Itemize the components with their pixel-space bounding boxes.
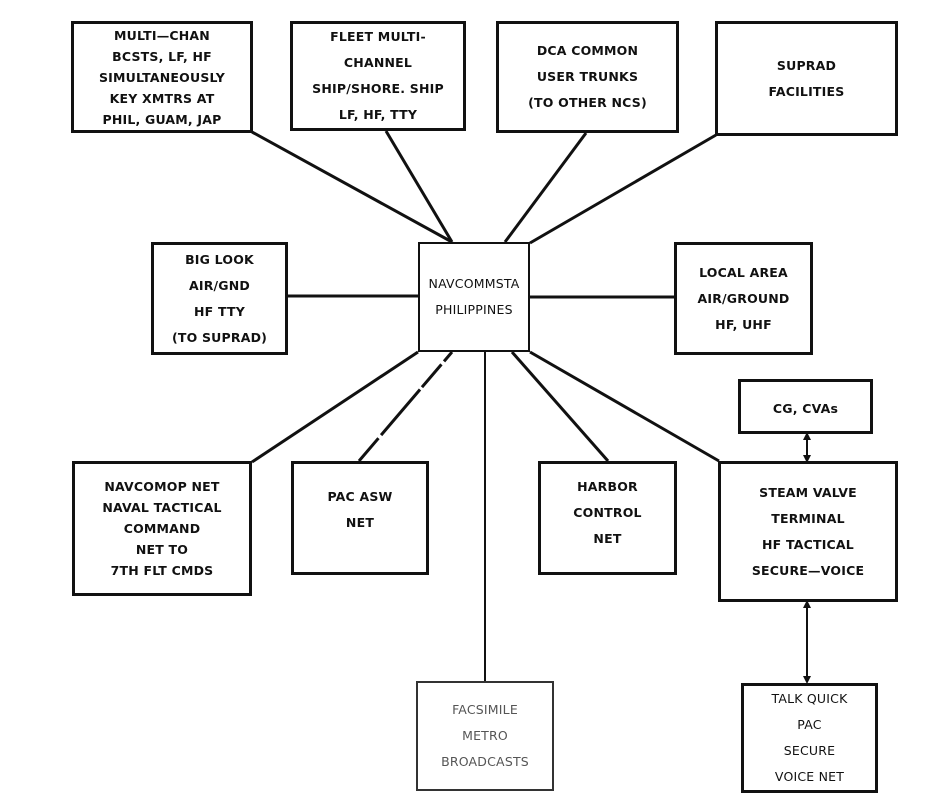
node-dca-common-user-trunks: DCA COMMON USER TRUNKS (TO OTHER NCS) xyxy=(496,21,679,133)
node-label-line: NET TO xyxy=(135,542,189,557)
connector-navcommsta-to-multi-chan-bcsts xyxy=(251,130,453,244)
connector-navcommsta-to-suprad-facilities xyxy=(529,133,717,245)
node-multi-chan-bcsts: MULTI—CHAN BCSTS, LF, HF SIMULTANEOUSLY KEY… xyxy=(71,21,253,133)
connector-navcommsta-to-dca-common-user-trunks xyxy=(503,132,588,243)
node-label-line: HF TACTICAL xyxy=(762,536,854,552)
node-fleet-multi-channel: FLEET MULTI- CHANNEL SHIP/SHORE. SHIP LF, H… xyxy=(290,21,466,131)
node-label-line: FACSIMILE xyxy=(452,702,518,717)
connector-navcommsta-to-fleet-multi-channel xyxy=(384,130,454,243)
node-label-line: HF, UHF xyxy=(715,316,772,332)
node-label-line: SHIP/SHORE. SHIP xyxy=(312,81,444,96)
node-talk-quick: TALK QUICK PAC SECURE VOICE NET xyxy=(741,683,878,793)
node-navcomop-net: NAVCOMOP NET NAVAL TACTICAL COMMAND NET TO 7… xyxy=(72,461,252,596)
node-label-line: KEY XMTRS AT xyxy=(109,90,215,106)
connector-navcommsta-to-harbor-control-net xyxy=(510,351,610,462)
node-local-area: LOCAL AREA AIR/GROUND HF, UHF xyxy=(674,242,813,355)
node-label-line: FLEET MULTI- xyxy=(330,29,426,44)
node-label-line: AIR/GND xyxy=(188,277,250,293)
node-label-line: FACILITIES xyxy=(768,83,845,99)
node-label-line: NAVCOMOP NET xyxy=(104,479,220,494)
node-label-line: 7TH FLT CMDS xyxy=(110,563,214,578)
node-big-look: BIG LOOK AIR/GND HF TTY (TO SUPRAD) xyxy=(151,242,288,355)
connector-navcommsta-to-navcomop-net xyxy=(251,350,419,464)
node-label-line: SECURE—VOICE xyxy=(751,562,865,578)
node-pac-asw-net: PAC ASW NET xyxy=(291,461,429,575)
node-navcommsta: NAVCOMMSTA PHILIPPINES xyxy=(418,242,530,352)
node-label-line: METRO xyxy=(462,728,508,743)
node-label-line: PAC ASW xyxy=(327,489,393,504)
node-cg-cvas: CG, CVAs xyxy=(738,379,873,434)
node-facsimile-metro: FACSIMILE METRO BROADCASTS xyxy=(416,681,554,791)
node-label-line: (TO SUPRAD) xyxy=(171,329,268,345)
node-label-line: TERMINAL xyxy=(771,510,845,526)
node-label-line: SIMULTANEOUSLY xyxy=(98,69,226,85)
node-label-line: CHANNEL xyxy=(343,55,413,70)
node-label-line: USER TRUNKS xyxy=(536,69,639,84)
node-label-line: MULTI—CHAN xyxy=(114,27,210,43)
node-label-line: AIR/GROUND xyxy=(697,290,790,306)
node-label-line: TALK QUICK xyxy=(771,691,848,706)
connector-navcommsta-to-steam-valve-terminal xyxy=(529,350,720,463)
node-label-line: BROADCASTS xyxy=(441,754,529,769)
node-label-line: PAC xyxy=(797,717,822,732)
node-steam-valve-terminal: STEAM VALVE TERMINAL HF TACTICAL SECURE—VOI… xyxy=(718,461,898,602)
node-label-line: BIG LOOK xyxy=(185,251,254,267)
node-label-line: COMMAND xyxy=(123,521,201,536)
node-label-line: HARBOR xyxy=(577,479,638,494)
node-label-line: HF TTY xyxy=(194,303,245,319)
node-label-line: SECURE xyxy=(783,743,836,758)
node-label-line: NAVAL TACTICAL xyxy=(102,500,222,515)
node-label-line: VOICE NET xyxy=(774,769,845,784)
node-label-line: STEAM VALVE xyxy=(759,484,857,500)
node-label-line: NAVCOMMSTA xyxy=(428,276,520,291)
node-suprad-facilities: SUPRAD FACILITIES xyxy=(715,21,898,136)
connector-navcommsta-to-pac-asw-net xyxy=(357,351,454,462)
node-label-line: LOCAL AREA xyxy=(699,264,788,280)
node-label-line: (TO OTHER NCS) xyxy=(528,95,647,110)
node-label-line: CONTROL xyxy=(573,505,642,520)
node-label-line: SUPRAD xyxy=(776,57,837,73)
node-label-line: BCSTS, LF, HF xyxy=(112,48,212,64)
node-label-line: DCA COMMON xyxy=(536,43,639,58)
node-label-line: NET xyxy=(345,515,375,530)
node-label-line: NET xyxy=(593,531,622,546)
node-label-line: PHILIPPINES xyxy=(435,302,513,317)
node-label-line: CG, CVAs xyxy=(772,401,839,416)
node-label-line: LF, HF, TTY xyxy=(338,107,418,122)
node-harbor-control-net: HARBOR CONTROL NET xyxy=(538,461,677,575)
node-label-line: PHIL, GUAM, JAP xyxy=(102,111,222,127)
